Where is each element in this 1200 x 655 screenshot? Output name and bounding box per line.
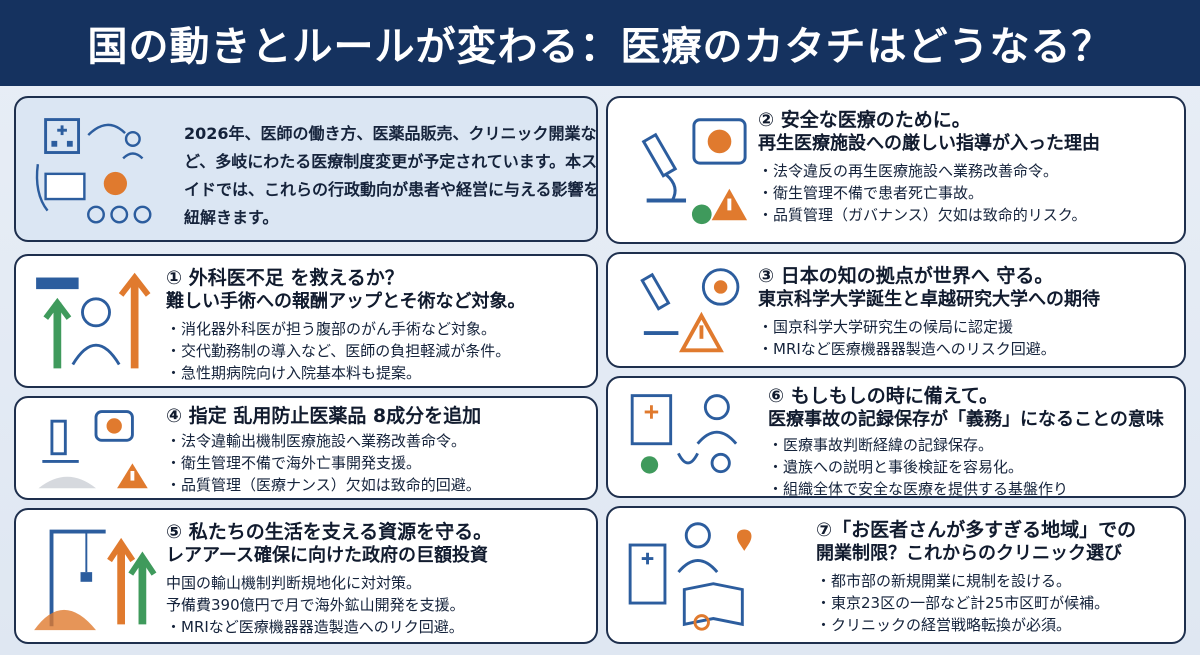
list-item: ・東京23区の一部など計25市区町が候補。 xyxy=(816,594,1110,612)
bullet-list: ・医療事故判断経緯の記録保存。 ・遺族への説明と事後検証を容易化。 ・組織全体で… xyxy=(768,434,1172,498)
list-item: ・品質管理（医療ナンス）欠如は致命的回避。 xyxy=(166,476,481,494)
list-item: ・MRIなど医療機器器製造へのリスク回避。 xyxy=(758,340,1056,358)
list-item: ・消化器外科医が担う腹部のがん手術など対象。 xyxy=(166,320,497,338)
clinic-map-icon xyxy=(618,516,768,634)
card-title: ② 安全な医療のために。 xyxy=(758,109,971,131)
list-item: ・交代勤務制の導入など、医師の負担軽減が条件。 xyxy=(166,342,511,360)
card-clinic-restriction: ⑦「お医者さんが多すぎる地域」での 開業制限？これからのクリニック選び ・都市部… xyxy=(606,506,1186,644)
card-surgeon-shortage: ① 外科医不足 を救えるか？ 難しい手術への報酬アップとそ術など対象。 ・消化器… xyxy=(14,254,598,388)
card-accident-records: ⑥ もしもしの時に備えて。 医療事故の記録保存が「義務」になることの意味 ・医療… xyxy=(606,376,1186,498)
list-item: ・急性期病院向け入院基本料も提案。 xyxy=(166,364,422,382)
bullet-list: ・都市部の新規開業に規制を設ける。 ・東京23区の一部など計25市区町が候補。 … xyxy=(816,570,1172,636)
list-item: ・クリニックの経営戦略転換が必須。 xyxy=(816,616,1072,634)
list-item: ・品質管理（ガバナンス）欠如は致命的リスク。 xyxy=(758,206,1087,224)
card-title: ③ 日本の知の拠点が世界へ 守る。 xyxy=(758,265,1054,287)
card-title: ⑥ もしもしの時に備えて。 xyxy=(768,385,999,407)
list-item: ・組織全体で安全な医療を提供する基盤作り xyxy=(768,480,1069,498)
list-item: ・MRIなど医療機器器造製造へのリク回避。 xyxy=(166,618,464,636)
mining-crane-icon xyxy=(26,518,166,634)
card-subtitle: 開業制限？これからのクリニック選び xyxy=(816,543,1122,564)
microscope-icon xyxy=(618,106,758,234)
list-item: ・国京科学大学研究生の候局に認定援 xyxy=(758,318,1014,336)
card-restricted-medicine: ④ 指定 乱用防止医薬品 8成分を追加 ・法令違輸出機制医療施設へ業務改善命令。… xyxy=(14,396,598,500)
card-title: ④ 指定 乱用防止医薬品 8成分を追加 xyxy=(166,405,482,427)
list-item: ・遺族への説明と事後検証を容易化。 xyxy=(768,458,1024,476)
page-title: 国の動きとルールが変わる：医療のカタチはどうなる？ xyxy=(0,0,1200,86)
medical-record-icon xyxy=(618,386,758,488)
list-item: ・衛生管理不備で患者死亡事故。 xyxy=(758,184,984,202)
card-title: ① 外科医不足 を救えるか？ xyxy=(166,267,404,289)
medicine-warning-icon xyxy=(26,402,166,494)
bullet-list: ・法令違反の再生医療施設へ業務改善命令。 ・衛生管理不備で患者死亡事故。 ・品質… xyxy=(758,160,1172,226)
intro-card: 2026年、医師の働き方、医薬品販売、クリニック開業など、多岐にわたる医療制度変… xyxy=(14,96,598,242)
card-subtitle: 難しい手術への報酬アップとそ術など対象。 xyxy=(166,291,526,312)
bullet-list: ・法令違輸出機制医療施設へ業務改善命令。 ・衛生管理不備で海外亡事開発支援。 ・… xyxy=(166,430,584,496)
bullet-list: ・消化器外科医が担う腹部のがん手術など対象。 ・交代勤務制の導入など、医師の負担… xyxy=(166,318,584,384)
card-title: ⑤ 私たちの生活を支える資源を守る。 xyxy=(166,521,493,543)
lab-warning-icon xyxy=(618,262,758,358)
bullet-list: ・国京科学大学研究生の候局に認定援 ・MRIなど医療機器器製造へのリスク回避。 xyxy=(758,316,1172,360)
list-item: ・衛生管理不備で海外亡事開発支援。 xyxy=(166,454,422,472)
card-rare-earth: ⑤ 私たちの生活を支える資源を守る。 レアアース確保に向けた政府の巨額投資 中国… xyxy=(14,508,598,644)
card-knowledge-hub: ③ 日本の知の拠点が世界へ 守る。 東京科学大学誕生と卓越研究大学への期待 ・国… xyxy=(606,252,1186,368)
list-item: 予備費390億円で月で海外鉱山開発を支援。 xyxy=(166,596,465,614)
card-subtitle: 医療事故の記録保存が「義務」になることの意味 xyxy=(768,409,1164,430)
card-title: ⑦「お医者さんが多すぎる地域」での xyxy=(816,519,1137,541)
card-subtitle: 東京科学大学誕生と卓越研究大学への期待 xyxy=(758,289,1100,310)
list-item: 中国の輸山機制判断規地化に対対策。 xyxy=(166,574,422,592)
hospital-network-icon xyxy=(26,106,166,232)
card-subtitle: レアアース確保に向けた政府の巨額投資 xyxy=(166,545,489,566)
card-regenerative-medicine: ② 安全な医療のために。 再生医療施設への厳しい指導が入った理由 ・法令違反の再… xyxy=(606,96,1186,244)
card-subtitle: 再生医療施設への厳しい指導が入った理由 xyxy=(758,133,1100,154)
bullet-list: 中国の輸山機制判断規地化に対対策。 予備費390億円で月で海外鉱山開発を支援。 … xyxy=(166,572,584,638)
surgeon-icon xyxy=(26,264,166,378)
intro-text: 2026年、医師の働き方、医薬品販売、クリニック開業など、多岐にわたる医療制度変… xyxy=(184,124,598,227)
list-item: ・医療事故判断経緯の記録保存。 xyxy=(768,436,994,454)
list-item: ・法令違反の再生医療施設へ業務改善命令。 xyxy=(758,162,1059,180)
list-item: ・法令違輸出機制医療施設へ業務改善命令。 xyxy=(166,432,467,450)
list-item: ・都市部の新規開業に規制を設ける。 xyxy=(816,572,1072,590)
